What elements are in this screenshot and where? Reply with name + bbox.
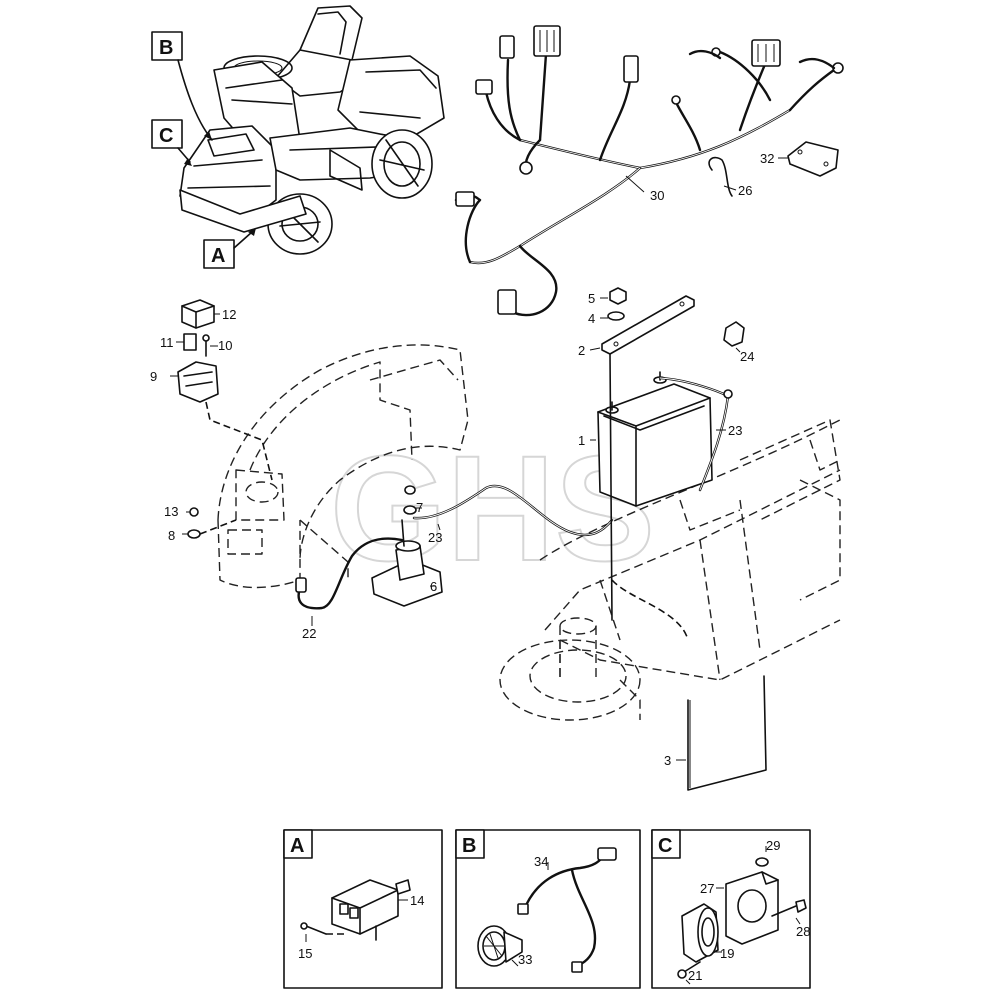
label-6: 6	[430, 579, 437, 594]
wiring-harness-30	[454, 25, 844, 317]
part-3-rod: 3	[664, 675, 767, 791]
part-2-hold-down-strap: 2	[578, 295, 695, 358]
part-9-relay-bracket: 9	[150, 361, 273, 481]
part-6-solenoid: 6	[371, 519, 443, 607]
panel-c-label-27: 27	[700, 881, 714, 896]
label-23-right: 23	[728, 423, 742, 438]
label-7: 7	[416, 500, 423, 515]
label-24: 24	[740, 349, 754, 364]
callout-a-letter: A	[211, 245, 225, 267]
panel-a-letter: A	[290, 835, 304, 857]
part-32-bracket: 32	[760, 141, 839, 177]
detail-panel-b: B 34 33	[455, 829, 641, 989]
part-23-cable-right: 23	[658, 376, 742, 492]
label-30: 30	[650, 188, 664, 203]
panel-c-label-28: 28	[796, 924, 810, 939]
part-26-cable-tie: 26	[708, 156, 752, 198]
mower-illustration	[179, 5, 445, 255]
label-32: 32	[760, 151, 774, 166]
panel-a-label-14: 14	[410, 893, 424, 908]
panel-c-label-19: 19	[720, 946, 734, 961]
label-8: 8	[168, 528, 175, 543]
panel-c-label-21: 21	[688, 968, 702, 983]
callout-c-letter: C	[159, 125, 173, 147]
part-11-clip: 11	[160, 333, 197, 351]
panel-a-label-15: 15	[298, 946, 312, 961]
label-5: 5	[588, 291, 595, 306]
part-7-nut: 7	[403, 485, 423, 515]
callout-b-letter: B	[159, 37, 173, 59]
detail-panel-c: C 29 27 19 21 28	[651, 829, 811, 989]
part-13-bolt: 13	[164, 504, 199, 519]
label-12: 12	[222, 307, 236, 322]
label-22: 22	[302, 626, 316, 641]
part-23-cable-left: 23	[412, 484, 614, 545]
label-9: 9	[150, 369, 157, 384]
label-2: 2	[578, 343, 585, 358]
label-3: 3	[664, 753, 671, 768]
panel-c-label-29: 29	[766, 838, 780, 853]
panel-b-label-33: 33	[518, 952, 532, 967]
part-12-relay: 12	[181, 299, 236, 329]
part-5-nut: 5	[588, 287, 627, 306]
panel-b-label-34: 34	[534, 854, 548, 869]
part-1-battery: 1	[578, 353, 713, 641]
callout-a: A	[203, 228, 256, 269]
callout-b: B	[151, 31, 213, 141]
label-26: 26	[738, 183, 752, 198]
part-4-washer: 4	[588, 311, 625, 326]
label-23-left: 23	[428, 530, 442, 545]
part-8-nut: 8	[168, 519, 237, 543]
callout-c: C	[151, 119, 192, 166]
label-13: 13	[164, 504, 178, 519]
rear-fender-outline	[217, 344, 469, 589]
label-1: 1	[578, 433, 585, 448]
part-10-screw: 10	[202, 334, 232, 357]
part-22-cable: 22	[295, 537, 404, 641]
panel-c-letter: C	[658, 835, 672, 857]
label-11: 11	[160, 335, 174, 350]
detail-panel-a: A 14 15	[283, 829, 443, 989]
panel-b-letter: B	[462, 835, 476, 857]
label-10: 10	[218, 338, 232, 353]
chassis-frame-outline	[499, 419, 841, 721]
part-24-clip: 24	[723, 321, 754, 364]
label-4: 4	[588, 311, 595, 326]
